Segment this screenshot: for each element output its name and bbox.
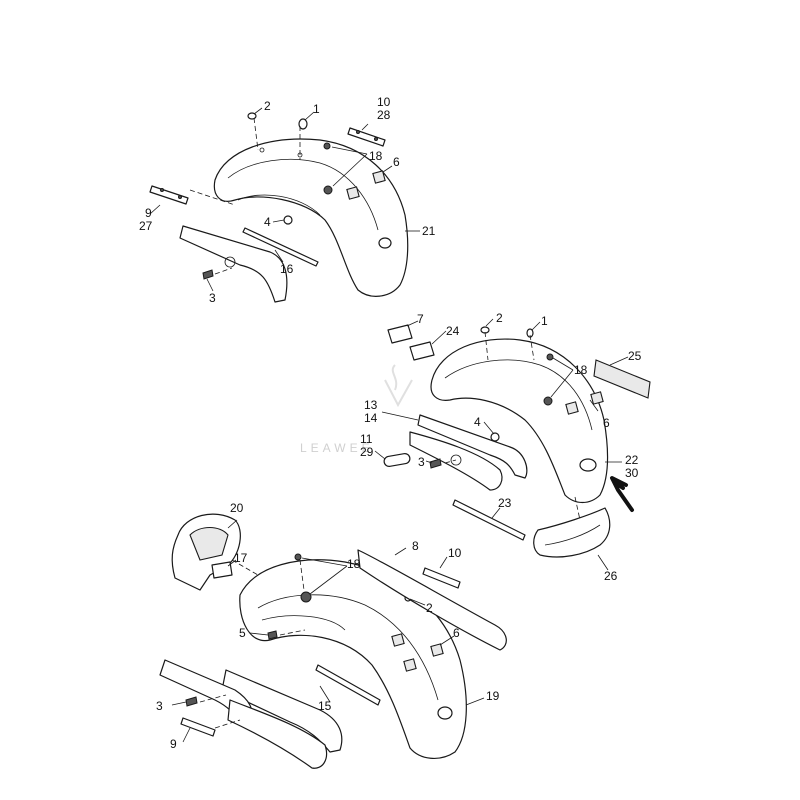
bottom-fender-assembly xyxy=(159,513,507,769)
callout-6: 6 xyxy=(453,626,460,640)
callout-6: 6 xyxy=(393,155,400,169)
callout-4: 4 xyxy=(474,415,481,429)
watermark-text: LEAWEE xyxy=(300,441,374,455)
callout-25: 25 xyxy=(628,349,642,363)
callouts-middle: 7 24 2 1 25 18 13 14 4 6 11 29 3 22 30 2… xyxy=(360,311,642,583)
fender-badge-hole-bottom xyxy=(437,706,453,720)
callout-13: 13 xyxy=(364,398,378,412)
callout-19: 19 xyxy=(486,689,500,703)
callout-28: 28 xyxy=(377,108,391,122)
callout-3: 3 xyxy=(418,455,425,469)
callout-9: 9 xyxy=(145,206,152,220)
callout-2: 2 xyxy=(496,311,503,325)
callout-14: 14 xyxy=(364,411,378,425)
callout-29: 29 xyxy=(360,445,374,459)
callout-2: 2 xyxy=(264,99,271,113)
callout-8: 8 xyxy=(412,539,419,553)
callout-30: 30 xyxy=(625,466,639,480)
callout-21: 21 xyxy=(422,224,436,238)
callout-18: 18 xyxy=(574,363,588,377)
leader-lines xyxy=(149,107,634,743)
callout-16: 16 xyxy=(280,262,294,276)
middle-fender-assembly xyxy=(383,324,651,558)
callout-3: 3 xyxy=(156,699,163,713)
top-fender-assembly xyxy=(149,112,409,303)
callout-18: 18 xyxy=(347,557,361,571)
callouts-bottom: 20 17 8 10 18 2 5 6 3 15 19 9 xyxy=(156,501,500,751)
fender-19 xyxy=(239,559,467,759)
callout-11: 11 xyxy=(360,432,373,446)
callout-1: 1 xyxy=(313,102,320,116)
callout-17: 17 xyxy=(234,551,248,565)
callout-2: 2 xyxy=(426,601,433,615)
fender-21 xyxy=(213,138,409,297)
callout-9: 9 xyxy=(170,737,177,751)
fender-badge-hole xyxy=(378,237,392,249)
callout-5: 5 xyxy=(239,626,246,640)
callout-1: 1 xyxy=(541,314,548,328)
watermark-logo: LEAWEE xyxy=(300,364,413,455)
callout-24: 24 xyxy=(446,324,460,338)
callout-10: 10 xyxy=(448,546,462,560)
callout-6: 6 xyxy=(603,416,610,430)
callout-23: 23 xyxy=(498,496,512,510)
fender-extension-26 xyxy=(533,507,611,558)
fender-badge-hole-middle xyxy=(579,458,597,472)
fender-22 xyxy=(430,338,609,504)
callout-10: 10 xyxy=(377,95,391,109)
callout-20: 20 xyxy=(230,501,244,515)
callout-26: 26 xyxy=(604,569,618,583)
rail-8 xyxy=(357,549,507,651)
callout-27: 27 xyxy=(139,219,153,233)
callout-3: 3 xyxy=(209,291,216,305)
callout-15: 15 xyxy=(318,699,332,713)
callout-22: 22 xyxy=(625,453,639,467)
callouts-top: 2 1 10 28 18 6 9 27 4 21 16 3 xyxy=(139,95,436,305)
pointer-arrow-icon xyxy=(610,476,634,512)
callout-7: 7 xyxy=(417,312,424,326)
callout-18: 18 xyxy=(369,149,383,163)
callout-4: 4 xyxy=(264,215,271,229)
